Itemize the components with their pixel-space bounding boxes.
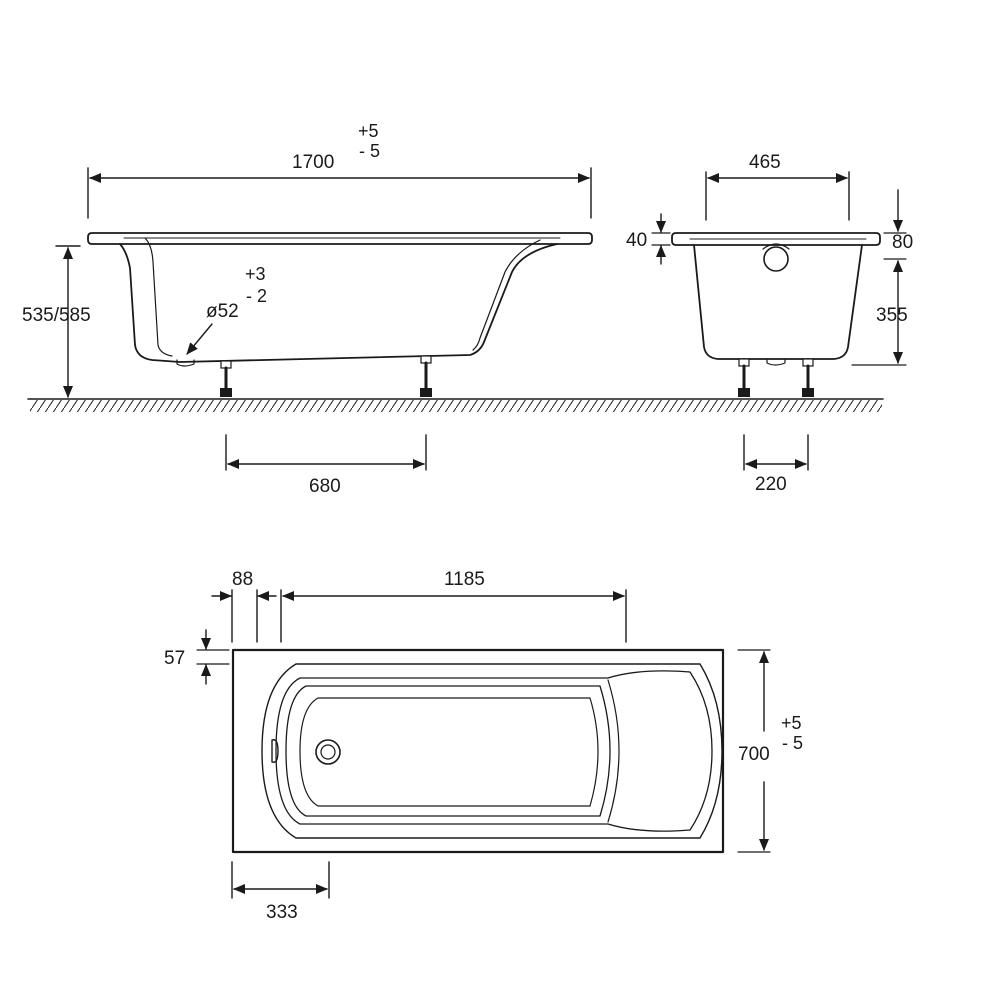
side-length-label: 1700 bbox=[292, 152, 334, 173]
drain-diameter-label: ø52 bbox=[206, 301, 239, 322]
top-width-label: 700 bbox=[738, 744, 770, 765]
top-rim-offset-label: 57 bbox=[164, 648, 185, 669]
side-leg-right bbox=[420, 355, 432, 397]
top-overflow-icon bbox=[271, 739, 279, 763]
end-width-label: 465 bbox=[749, 152, 781, 173]
floor-line bbox=[27, 398, 884, 412]
top-width-tol-plus: +5 bbox=[781, 713, 802, 733]
end-leg-right bbox=[802, 358, 814, 397]
end-depth-label: 355 bbox=[876, 305, 908, 326]
top-drain-icon bbox=[315, 739, 341, 765]
end-rim-drop-label: 80 bbox=[892, 232, 913, 253]
top-offset-left-label: 88 bbox=[232, 569, 253, 590]
drain-tol-plus: +3 bbox=[245, 264, 266, 284]
end-leg-spacing-label: 220 bbox=[755, 474, 787, 495]
side-length-tol-minus: - 5 bbox=[359, 141, 380, 161]
top-drain-position-label: 333 bbox=[266, 902, 298, 923]
side-leg-left bbox=[220, 360, 232, 397]
side-height-label: 535/585 bbox=[22, 305, 91, 326]
end-leg-left bbox=[738, 358, 750, 397]
overflow-icon bbox=[763, 246, 789, 272]
side-leg-spacing-label: 680 bbox=[309, 476, 341, 497]
top-inner-length-label: 1185 bbox=[444, 569, 485, 590]
side-length-tol-plus: +5 bbox=[358, 121, 379, 141]
side-view: 1700 +5 - 5 535/585 ø52 +3 - 2 680 bbox=[22, 121, 593, 497]
end-view: 465 40 80 355 220 bbox=[626, 152, 913, 495]
top-view: 88 1185 57 700 +5 - 5 333 bbox=[164, 569, 803, 923]
top-width-tol-minus: - 5 bbox=[782, 733, 803, 753]
end-rim-thickness-label: 40 bbox=[626, 230, 647, 251]
drain-tol-minus: - 2 bbox=[246, 286, 267, 306]
